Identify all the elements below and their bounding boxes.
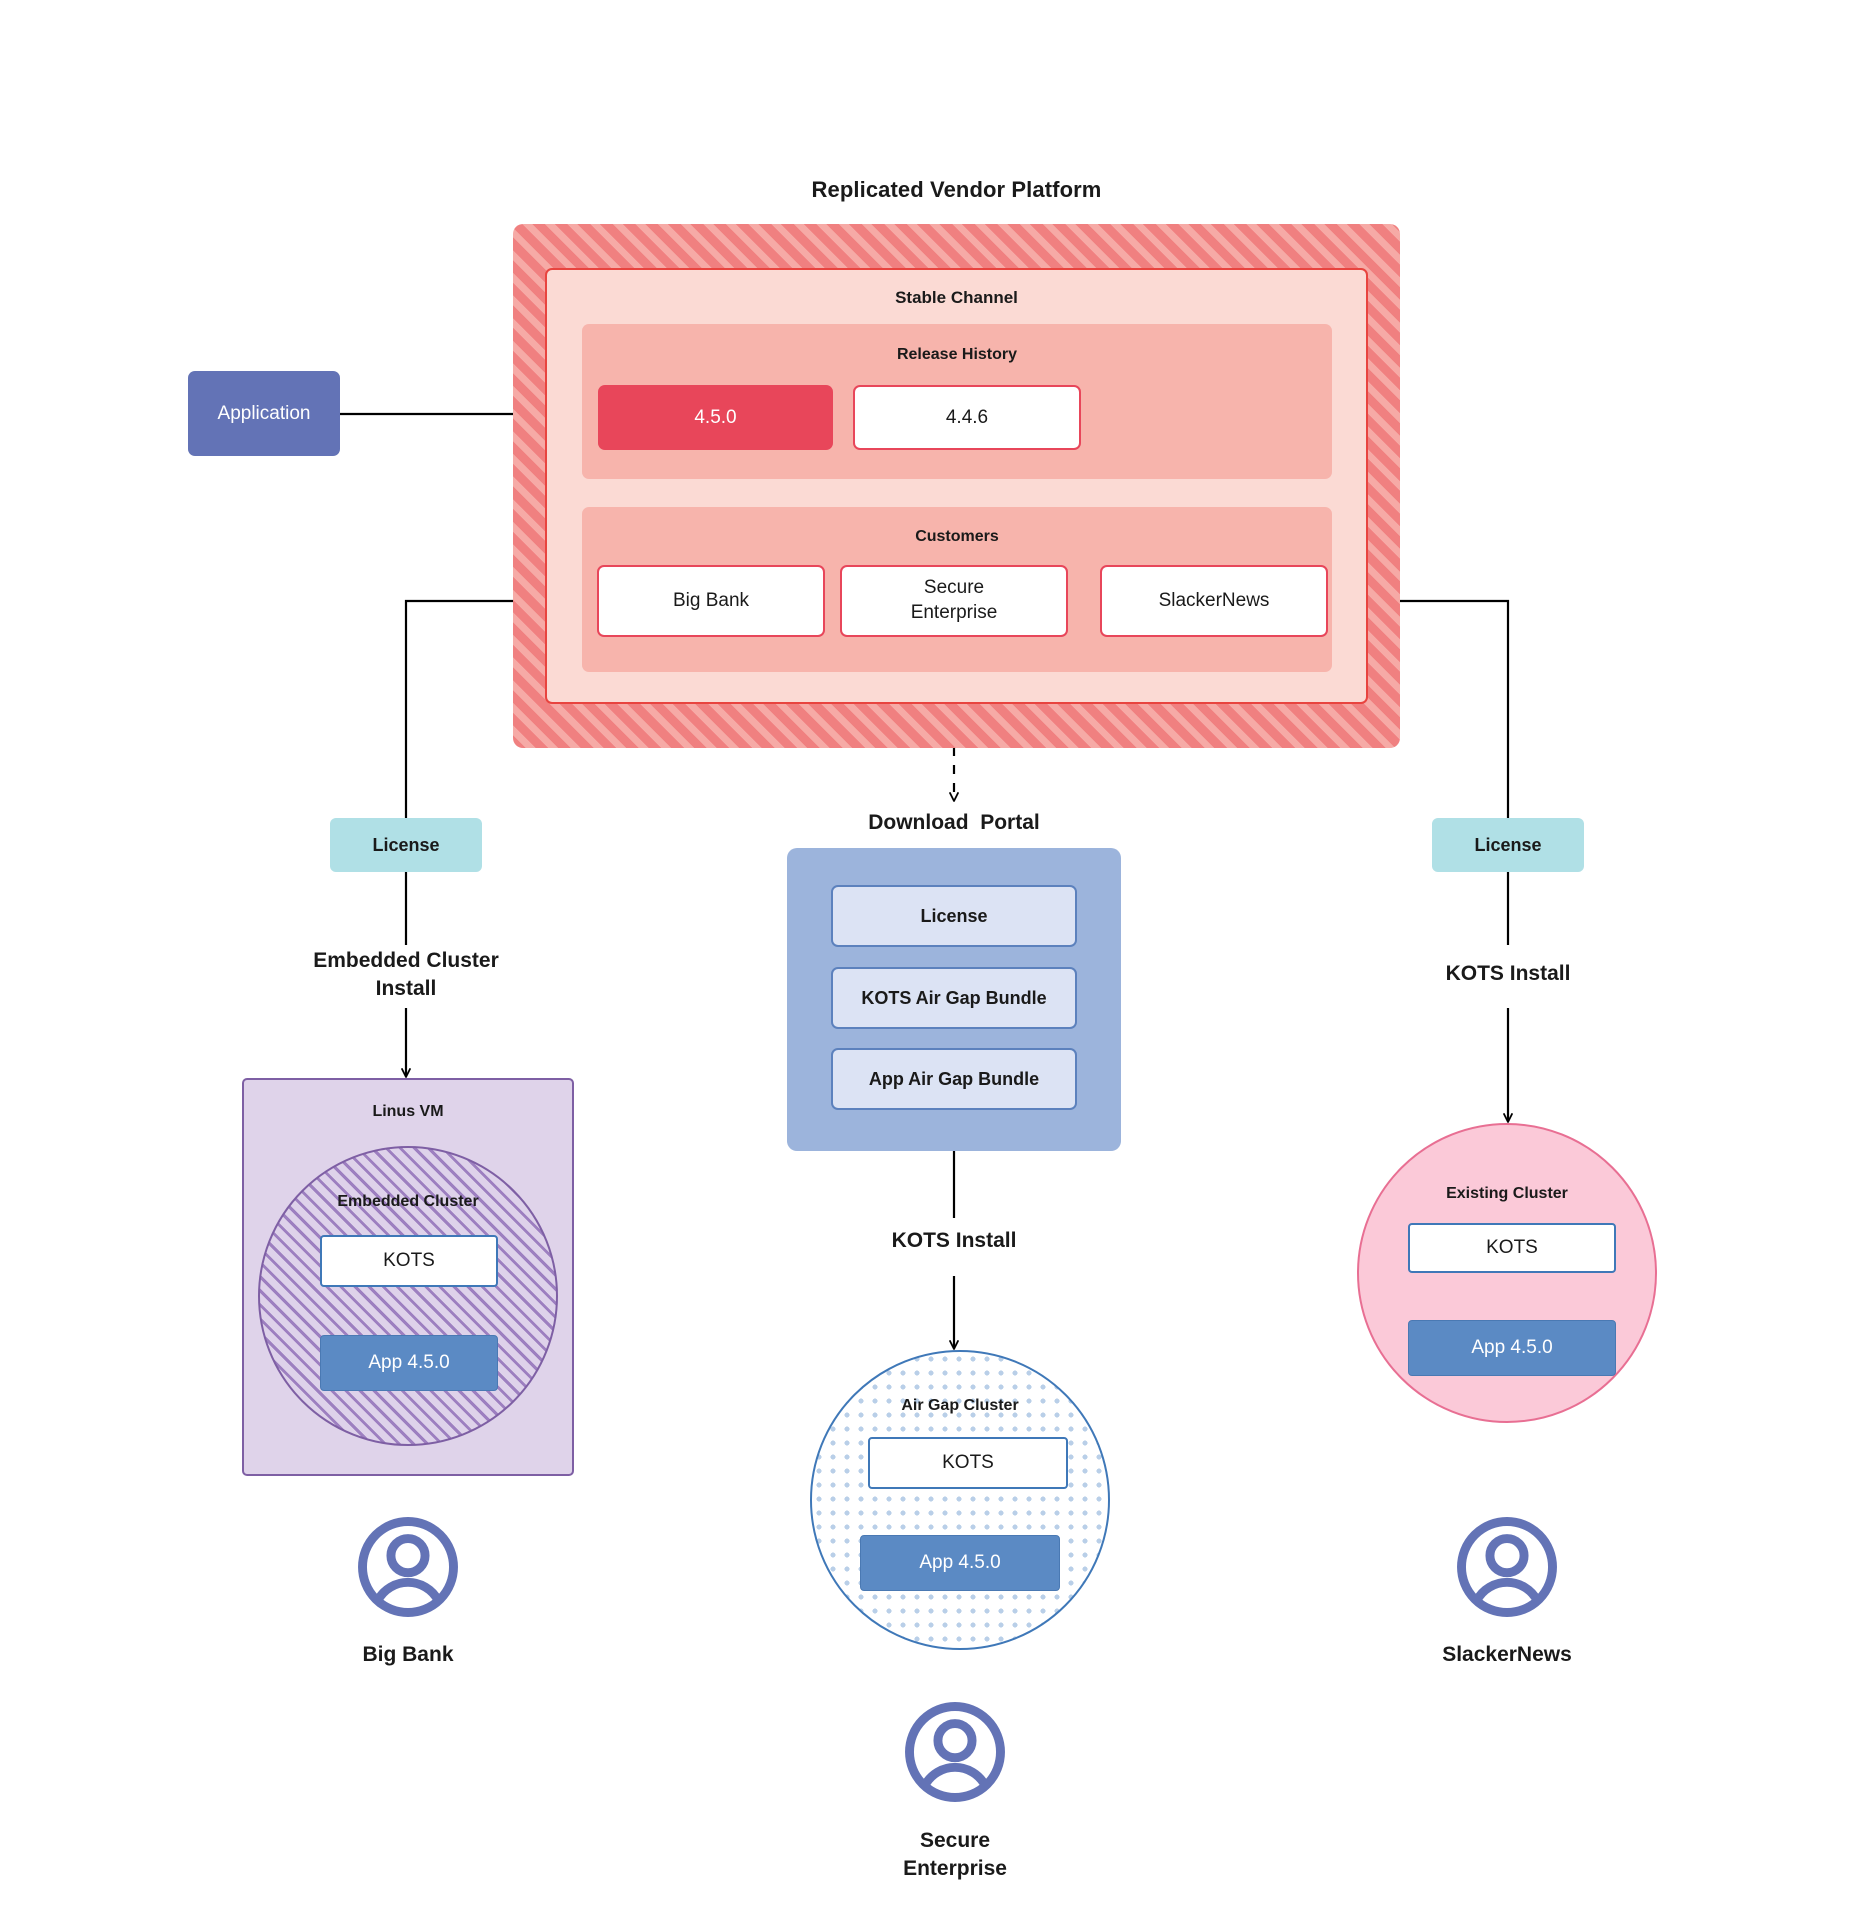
user-avatar-icon — [1457, 1517, 1557, 1617]
end-user-label-line1: Secure — [919, 1828, 991, 1852]
release-card-current[interactable]: 4.5.0 — [598, 385, 833, 450]
kots-install-label-right: KOTS Install — [1445, 961, 1571, 985]
embedded-cluster-circle — [258, 1146, 558, 1446]
release-history-label: Release History — [896, 346, 1018, 363]
air-gap-cluster-label: Air Gap Cluster — [901, 1397, 1019, 1414]
kots-node-existing[interactable]: KOTS — [1408, 1223, 1616, 1273]
customer-card-line2: Enterprise — [910, 602, 998, 623]
end-user-slackernews — [1455, 1515, 1559, 1619]
kots-node-embedded[interactable]: KOTS — [320, 1235, 498, 1287]
application-node[interactable]: Application — [188, 371, 340, 456]
license-chip-right[interactable]: License — [1432, 818, 1584, 872]
existing-cluster-circle — [1357, 1123, 1657, 1423]
customer-card-slackernews[interactable]: SlackerNews — [1100, 565, 1328, 637]
embedded-cluster-install-label: Embedded Cluster Install — [286, 940, 526, 1010]
app-node-embedded[interactable]: App 4.5.0 — [320, 1335, 498, 1391]
release-card-previous[interactable]: 4.4.6 — [853, 385, 1081, 450]
app-node-existing[interactable]: App 4.5.0 — [1408, 1320, 1616, 1376]
portal-item-license[interactable]: License — [831, 885, 1077, 947]
end-user-label-slackernews: SlackerNews — [1442, 1642, 1572, 1666]
end-user-label-big-bank: Big Bank — [362, 1642, 454, 1666]
kots-install-label-center: KOTS Install — [891, 1228, 1017, 1252]
stable-channel-label: Stable Channel — [895, 288, 1018, 307]
end-user-label-secure-enterprise: Secure Enterprise — [835, 1820, 1075, 1890]
app-node-airgap[interactable]: App 4.5.0 — [860, 1535, 1060, 1591]
end-user-big-bank — [356, 1515, 460, 1619]
download-portal-title: Download Portal — [868, 810, 1040, 834]
customer-card-big-bank[interactable]: Big Bank — [597, 565, 825, 637]
existing-cluster-label: Existing Cluster — [1446, 1185, 1568, 1202]
install-label-line2: Install — [375, 977, 437, 1000]
end-user-secure-enterprise — [903, 1700, 1007, 1804]
end-user-label-line2: Enterprise — [903, 1857, 1007, 1880]
user-avatar-icon — [905, 1702, 1005, 1802]
install-label-line1: Embedded Cluster — [313, 948, 499, 972]
embedded-cluster-label: Embedded Cluster — [337, 1193, 479, 1210]
customer-card-line1: Secure — [923, 577, 985, 599]
linus-vm-label: Linus VM — [372, 1103, 444, 1120]
kots-node-airgap[interactable]: KOTS — [868, 1437, 1068, 1489]
customers-label: Customers — [915, 528, 999, 545]
license-chip-left[interactable]: License — [330, 818, 482, 872]
portal-item-kots-air-gap-bundle[interactable]: KOTS Air Gap Bundle — [831, 967, 1077, 1029]
user-avatar-icon — [358, 1517, 458, 1617]
air-gap-cluster-circle — [810, 1350, 1110, 1650]
customer-card-secure-enterprise[interactable]: Secure Enterprise — [840, 565, 1068, 637]
portal-item-app-air-gap-bundle[interactable]: App Air Gap Bundle — [831, 1048, 1077, 1110]
page-title: Replicated Vendor Platform — [811, 177, 1102, 202]
